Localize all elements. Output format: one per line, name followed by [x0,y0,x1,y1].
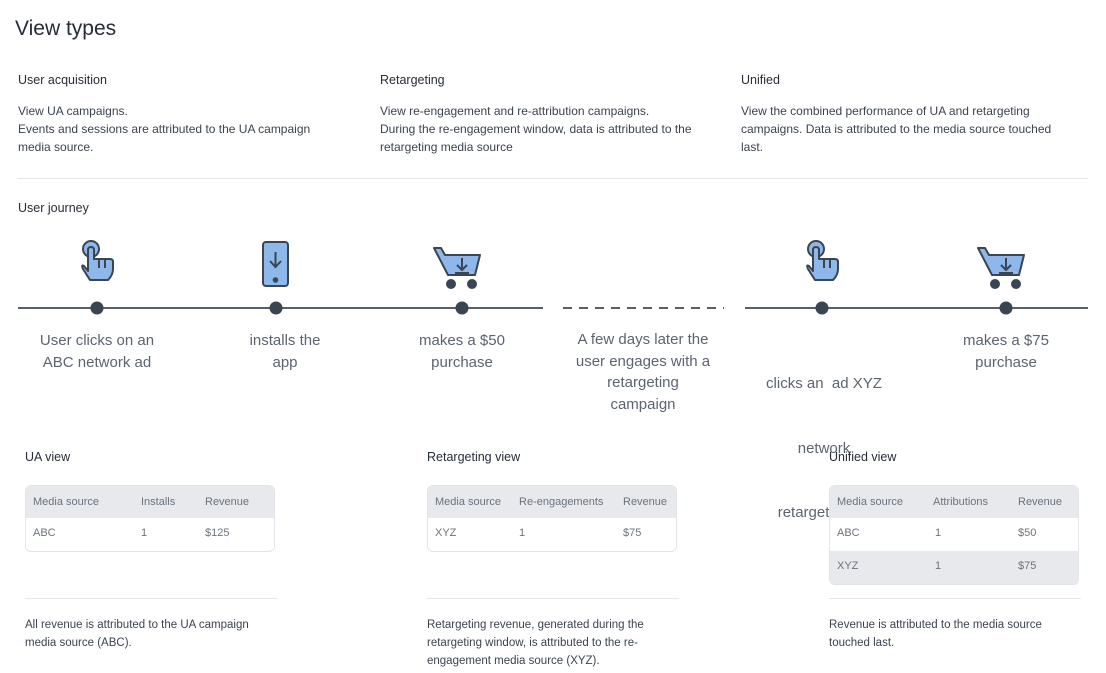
user-journey-label: User journey [18,201,89,215]
column-header: Attributions [933,496,989,508]
table-cell: ABC [33,527,56,539]
table-cell: 1 [935,527,942,539]
journey-step-caption: A few days later the user engages with a… [558,329,728,415]
note-line: All revenue is attributed to the UA camp… [25,619,249,631]
caption-line: purchase [975,353,1037,371]
retargeting-view-title: Retargeting view [427,450,521,464]
timeline-dot [269,301,283,315]
unified-view-title: Unified view [829,450,897,464]
timeline-dot [455,301,469,315]
caption-line: app [272,353,298,371]
note-line: media source (ABC). [25,637,132,649]
table-cell: XYZ [435,527,457,539]
tap-hand-icon [806,240,839,281]
column-header: Revenue [623,496,668,508]
caption-line: retargeting [607,374,679,391]
table-cell: $75 [1018,560,1037,572]
table-cell: $75 [623,527,642,539]
table-row: ABC 1 $125 [26,518,274,551]
timeline-dot [815,301,829,315]
table-cell: $50 [1018,527,1037,539]
table-cell: 1 [141,527,148,539]
section-divider [829,598,1081,599]
timeline-dot [90,301,104,315]
note-line: touched last. [829,637,895,649]
view-type-desc-line: View re-engagement and re-attribution ca… [380,104,650,118]
table-cell: ABC [837,527,860,539]
section-divider [427,598,679,599]
view-type-desc-line: campaigns. Data is attributed to the med… [741,122,1052,136]
column-header: Media source [837,496,904,508]
retargeting-view-table: Media source Re-engagements Revenue XYZ … [427,485,677,552]
cart-download-icon [977,247,1025,289]
section-divider [25,598,277,599]
note-line: Retargeting revenue, generated during th… [427,619,644,631]
ua-view-table: Media source Installs Revenue ABC 1 $125 [25,485,275,552]
table-row: XYZ 1 $75 [428,518,676,551]
journey-step-caption: makes a $75 purchase [926,330,1086,373]
table-header: Media source Re-engagements Revenue [428,486,676,518]
view-type-desc-line: Events and sessions are attributed to th… [18,122,311,136]
caption-line: user engages with a [575,352,711,370]
column-header: Media source [435,496,502,508]
table-row: XYZ 1 $75 [830,551,1078,584]
journey-step-caption: installs the app [205,330,365,373]
table-row: ABC 1 $50 [830,518,1078,551]
caption-line: network [797,439,851,457]
caption-line: makes a $50 [419,332,505,349]
caption-line: ABC network ad [42,353,152,371]
section-divider [17,178,1088,179]
view-type-desc-line: View the combined performance of UA and … [741,104,1030,118]
table-cell: 1 [935,560,942,572]
caption-line: campaign [610,395,676,413]
table-cell: XYZ [837,560,859,572]
ua-view-note: All revenue is attributed to the UA camp… [25,616,285,652]
cart-download-icon [433,247,481,289]
note-line: Revenue is attributed to the media sourc… [829,619,1042,631]
table-header: Media source Attributions Revenue [830,486,1078,518]
journey-step-caption: User clicks on an ABC network ad [17,330,177,373]
view-type-desc-line: last. [741,140,764,154]
view-type-desc-line: media source. [18,140,94,154]
journey-step-caption: makes a $50 purchase [382,330,542,373]
table-cell: $125 [205,527,230,539]
note-line: retargeting window, is attributed to the… [427,637,638,649]
ua-view-title: UA view [25,450,71,464]
timeline-dot [999,301,1013,315]
caption-line: clicks an ad XYZ [766,375,882,392]
view-type-heading: User acquisition [18,73,107,87]
caption-line: User clicks on an [39,332,155,349]
caption-line: A few days later the [577,331,709,348]
view-type-desc-line: View UA campaigns. [18,104,128,118]
column-header: Revenue [205,496,250,508]
column-header: Installs [141,496,176,508]
column-header: Re-engagements [519,496,604,508]
view-type-heading: Unified [741,73,780,87]
page-title: View types [15,17,117,40]
journey-timeline [18,240,1088,315]
unified-view-table: Media source Attributions Revenue ABC 1 … [829,485,1079,585]
caption-line: installs the [249,332,321,349]
caption-line: purchase [431,353,493,371]
table-header: Media source Installs Revenue [26,486,274,518]
column-header: Revenue [1018,496,1063,508]
tap-hand-icon [81,240,114,281]
view-type-desc-line: retargeting media source [380,140,513,154]
column-header: Media source [33,496,100,508]
view-type-heading: Retargeting [380,73,445,87]
phone-download-icon [262,241,289,287]
caption-line: makes a $75 [963,332,1049,349]
note-line: engagement media source (XYZ). [427,655,600,667]
view-type-desc-line: During the re-engagement window, data is… [380,122,692,136]
table-cell: 1 [519,527,526,539]
unified-view-note: Revenue is attributed to the media sourc… [829,616,1089,652]
retargeting-view-note: Retargeting revenue, generated during th… [427,616,687,670]
